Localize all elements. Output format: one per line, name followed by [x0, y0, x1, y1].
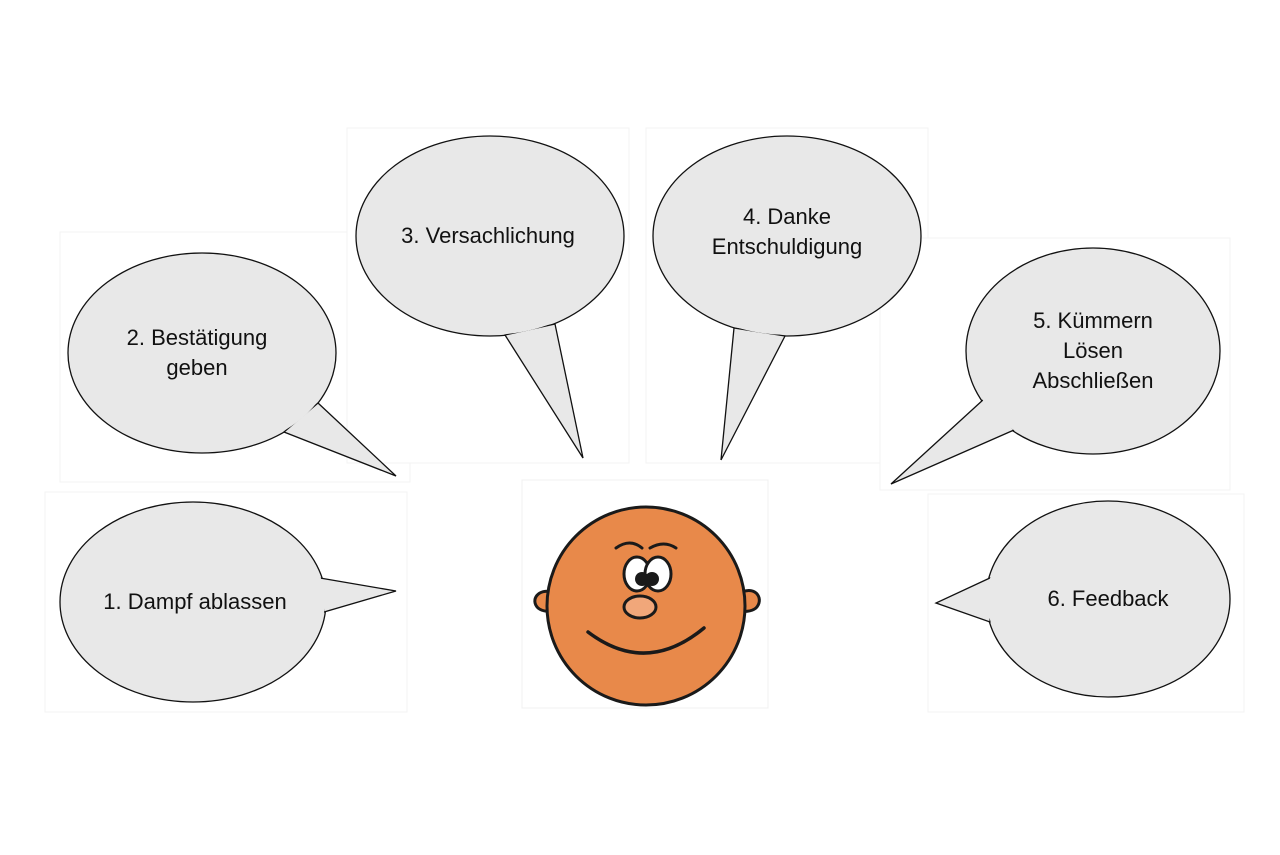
smiling-cartoon-face-icon — [533, 505, 761, 707]
speech-bubble-2 — [67, 252, 397, 477]
speech-bubble-fill — [654, 137, 920, 335]
bubble-4-line-1: 4. Danke — [742, 204, 832, 229]
speech-bubbles — [59, 135, 1231, 703]
speech-bubble-fill — [357, 137, 623, 335]
speech-bubble-3 — [355, 135, 625, 459]
bubble-label-versachlichung: 3. Versachlichung — [401, 221, 575, 251]
left-pupil — [635, 572, 649, 586]
bubble-4-line-2: Entschuldigung — [711, 234, 863, 259]
bubble-label-dampf-ablassen: 1. Dampf ablassen — [103, 587, 286, 617]
bubble-label-kuemmern: 5. Kümmern Lösen Abschließen — [1032, 306, 1153, 396]
bubble-5-line-1: 5. Kümmern — [1033, 308, 1153, 333]
bubble-6-line-1: 6. Feedback — [1047, 586, 1169, 611]
bubble-3-line-1: 3. Versachlichung — [401, 223, 575, 248]
speech-bubble-1 — [59, 501, 397, 703]
bubble-5-line-3: Abschließen — [1032, 368, 1154, 393]
speech-bubble-6 — [934, 500, 1231, 698]
right-eyebrow — [648, 542, 678, 550]
speech-bubble-4 — [652, 135, 922, 461]
bubble-label-feedback: 6. Feedback — [1047, 584, 1168, 614]
right-pupil — [645, 572, 659, 586]
speech-bubble-5 — [890, 247, 1221, 485]
bubble-2-line-1: 2. Bestätigung — [126, 325, 268, 350]
bubble-5-line-2: Lösen — [1063, 338, 1123, 363]
mouth — [586, 626, 706, 655]
bubble-1-line-1: 1. Dampf ablassen — [103, 589, 287, 614]
bubble-label-bestaetigung: 2. Bestätigung geben — [127, 323, 268, 383]
speech-bubble-fill — [61, 503, 325, 701]
speech-bubble-fill — [987, 502, 1229, 696]
nose — [622, 594, 658, 620]
speech-bubble-fill — [69, 254, 335, 452]
bubble-label-danke: 4. Danke Entschuldigung — [712, 202, 862, 262]
bubble-2-line-2: geben — [166, 355, 228, 380]
speech-bubble-fill — [967, 249, 1219, 453]
left-eyebrow — [614, 541, 644, 550]
